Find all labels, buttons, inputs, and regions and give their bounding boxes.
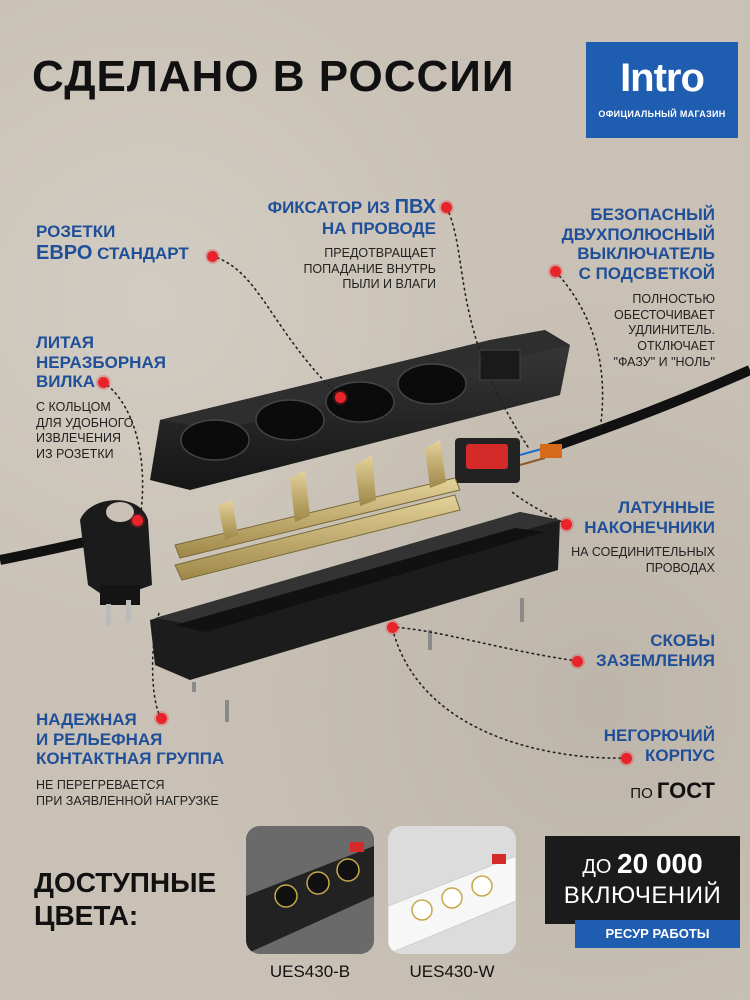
callout-clamp-desc-line: ПЫЛИ И ВЛАГИ [342,277,436,292]
callout-body-standard: ПО ГОСТ [560,778,715,804]
callout-body: НЕГОРЮЧИЙ КОРПУС [560,726,715,765]
callout-ground-line: ЗАЗЕМЛЕНИЯ [595,650,715,670]
switch-block [455,438,562,483]
marker-dot-sockets [207,251,218,262]
callout-clamp-desc-line: ПОПАДАНИЕ ВНУТРЬ [303,261,436,276]
color-swatch-white[interactable] [388,826,516,954]
callout-clamp-desc: ПРЕДОТВРАЩАЕТ ПОПАДАНИЕ ВНУТРЬ ПЫЛИ И ВЛ… [256,246,436,293]
power-cable [543,365,750,455]
callout-contacts-desc-line: НЕ ПЕРЕГРЕВАЕТСЯ [36,778,165,792]
marker-dot-body [387,622,398,633]
callout-sockets-line1: РОЗЕТКИ [36,222,116,241]
callout-plug-line: НЕРАЗБОРНАЯ [36,352,166,372]
callout-plug-desc-line: ДЛЯ УДОБНОГО [36,415,134,430]
callout-contacts-desc: НЕ ПЕРЕГРЕВАЕТСЯ ПРИ ЗАЯВЛЕННОЙ НАГРУЗКЕ [36,778,219,809]
callout-body-standard-prefix: ПО [630,785,657,802]
callout-brass-line: ЛАТУННЫЕ [618,498,715,517]
callout-switch-desc-line: ОБЕСТОЧИВАЕТ [614,307,715,322]
page-title: СДЕЛАНО В РОССИИ [32,52,515,101]
marker-dot-clamp [441,202,452,213]
model-label-black: UES430-B [269,962,351,981]
callout-plug: ЛИТАЯ НЕРАЗБОРНАЯ ВИЛКА [36,333,166,392]
bottom-housing [150,512,560,680]
marker-dot-switch [550,266,561,277]
color-swatch-black[interactable] [246,826,374,954]
callout-switch-desc-line: ПОЛНОСТЬЮ [632,292,715,306]
callout-switch-desc-line: УДЛИНИТЕЛЬ. [628,323,715,338]
brass-contact-group [174,440,461,581]
callout-brass-desc: НА СОЕДИНИТЕЛЬНЫХ ПРОВОДАХ [540,545,715,576]
callout-plug-line: ВИЛКА [36,372,96,392]
top-cover [150,330,570,490]
callout-clamp-desc-line: ПРЕДОТВРАЩАЕТ [324,246,436,260]
callout-switch: БЕЗОПАСНЫЙ ДВУХПОЛЮСНЫЙ ВЫКЛЮЧАТЕЛЬ С ПО… [520,205,715,283]
plug-cable [0,535,96,565]
marker-dot-brass [561,519,572,530]
callout-switch-desc-line: "ФАЗУ" И "НОЛЬ" [613,354,715,369]
marker-dot-socket-center [335,392,346,403]
callout-brass-desc-line: НА СОЕДИНИТЕЛЬНЫХ [571,545,715,559]
callout-clamp-title-line1: ФИКСАТОР ИЗ ПВХ [226,196,436,219]
callout-clamp-title-emph: ПВХ [394,196,436,218]
black-strip-thumbnail [246,826,374,954]
service-life-badge: РЕСУР РАБОТЫ [575,920,740,948]
callout-switch-desc: ПОЛНОСТЬЮ ОБЕСТОЧИВАЕТ УДЛИНИТЕЛЬ. ОТКЛЮ… [555,292,715,370]
callout-ground: СКОБЫ ЗАЗЕМЛЕНИЯ [560,631,715,670]
callout-contacts: НАДЕЖНАЯ И РЕЛЬЕФНАЯ КОНТАКТНАЯ ГРУППА [36,710,224,769]
callout-brass-desc-line: ПРОВОДАХ [645,560,715,575]
brand-logo: Intro ОФИЦИАЛЬНЫЙ МАГАЗИН [586,42,738,138]
marker-dot-contacts [156,713,167,724]
callout-clamp-title-a: ФИКСАТОР ИЗ [267,198,395,217]
callout-clamp: ФИКСАТОР ИЗ ПВХ НА ПРОВОДЕ [226,196,436,239]
callout-plug-desc-line: ИЗВЛЕЧЕНИЯ [36,431,121,446]
marker-dot-plug [98,377,109,388]
callout-plug-desc-line: С КОЛЬЦОМ [36,400,111,414]
callout-brass: ЛАТУННЫЕ НАКОНЕЧНИКИ [540,498,715,537]
available-colors-line1: ДОСТУПНЫЕ [34,867,217,898]
callout-switch-desc-line: ОТКЛЮЧАЕТ [637,338,715,353]
callout-switch-line: ДВУХПОЛЮСНЫЙ [561,224,715,244]
brand-subtitle: ОФИЦИАЛЬНЫЙ МАГАЗИН [598,109,726,119]
callout-switch-line: ВЫКЛЮЧАТЕЛЬ [577,244,715,264]
callout-clamp-title-line2: НА ПРОВОДЕ [321,219,436,238]
callout-sockets: РОЗЕТКИ ЕВРО СТАНДАРТ [36,222,189,265]
callout-sockets-emph: ЕВРО [36,241,93,264]
white-strip-thumbnail [388,826,516,954]
brand-name: Intro [620,56,705,100]
switch-cycles-line1: ДО 20 000 [545,848,740,880]
marker-dot-ground [572,656,583,667]
switch-cycles-value: 20 000 [617,848,703,879]
callout-sockets-line2: ЕВРО СТАНДАРТ [36,242,189,265]
callout-switch-line: БЕЗОПАСНЫЙ [590,205,715,224]
switch-cycles-panel: ДО 20 000 ВКЛЮЧЕНИЙ [545,836,740,924]
callout-plug-desc: С КОЛЬЦОМ ДЛЯ УДОБНОГО ИЗВЛЕЧЕНИЯ ИЗ РОЗ… [36,400,133,463]
callout-body-line: НЕГОРЮЧИЙ [603,726,715,745]
callout-contacts-line: НАДЕЖНАЯ [36,710,137,729]
callout-body-standard-emph: ГОСТ [656,778,715,803]
switch-cycles-prefix: ДО [582,856,618,878]
available-colors-title: ДОСТУПНЫЕ ЦВЕТА: [34,866,216,932]
callout-plug-desc-line: ИЗ РОЗЕТКИ [36,446,114,461]
callout-plug-line: ЛИТАЯ [36,333,94,352]
callout-contacts-line: И РЕЛЬЕФНАЯ [36,729,163,749]
callout-ground-line: СКОБЫ [650,631,715,650]
model-label-white: UES430-W [409,962,495,981]
callout-contacts-desc-line: ПРИ ЗАЯВЛЕННОЙ НАГРУЗКЕ [36,793,219,808]
callout-contacts-line: КОНТАКТНАЯ ГРУППА [36,749,225,769]
marker-dot-fire [621,753,632,764]
marker-dot-plug-ring [132,515,143,526]
available-colors-line2: ЦВЕТА: [34,900,139,932]
switch-cycles-unit: ВКЛЮЧЕНИЙ [563,882,722,909]
callout-switch-line: С ПОДСВЕТКОЙ [578,263,715,283]
screws [192,598,524,722]
callout-body-line: КОРПУС [644,745,715,765]
callout-brass-line: НАКОНЕЧНИКИ [584,517,715,537]
callout-sockets-rest: СТАНДАРТ [92,243,189,263]
